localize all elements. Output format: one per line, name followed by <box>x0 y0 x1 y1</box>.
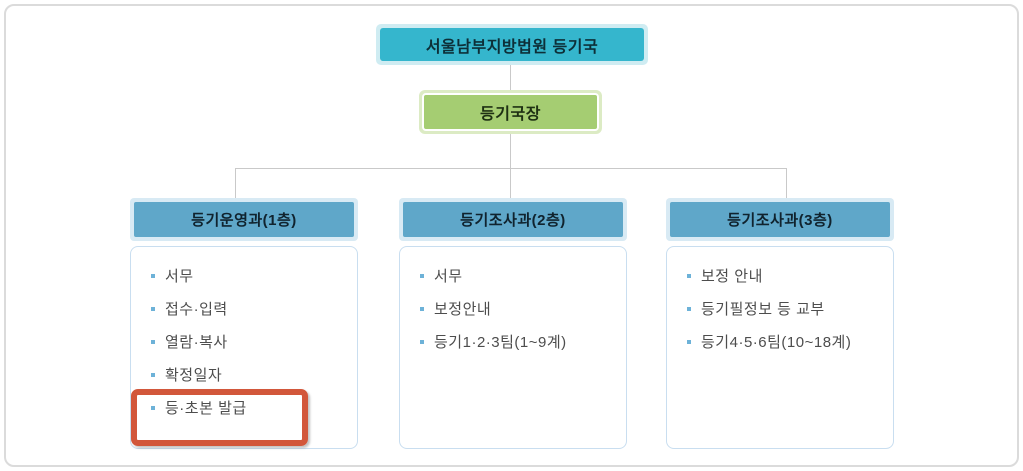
list-item: 접수·입력 <box>131 292 357 325</box>
list-item: 서무 <box>400 259 626 292</box>
bullet-icon <box>687 273 691 278</box>
director-box: 등기국장 <box>419 90 602 134</box>
list-item: 등기4·5·6팀(10~18계) <box>667 325 893 358</box>
connector-director-down <box>510 134 511 168</box>
list-item: 보정안내 <box>400 292 626 325</box>
dept-list-3: 보정 안내 등기필정보 등 교부 등기4·5·6팀(10~18계) <box>666 246 894 449</box>
list-item: 보정 안내 <box>667 259 893 292</box>
list-item-label: 등기1·2·3팀(1~9계) <box>434 334 567 351</box>
list-item-label: 서무 <box>165 268 194 285</box>
connector-root-to-director <box>510 65 511 90</box>
dept-header-3-label: 등기조사과(3층) <box>670 202 890 237</box>
highlight-rect <box>131 389 308 446</box>
list-item-label: 등·초본 발급 <box>165 400 247 417</box>
list-item: 등기1·2·3팀(1~9계) <box>400 325 626 358</box>
connector-drop-dept3 <box>786 168 787 198</box>
list-item: 확정일자 <box>131 358 357 391</box>
bullet-icon <box>151 372 155 377</box>
list-item-label: 등기4·5·6팀(10~18계) <box>701 334 852 351</box>
list-item-label: 보정안내 <box>434 301 492 318</box>
dept-list-1: 서무 접수·입력 열람·복사 확정일자 등·초본 발급 <box>130 246 358 449</box>
bullet-icon <box>151 339 155 344</box>
list-item-label: 등기필정보 등 교부 <box>701 301 825 318</box>
dept-list-2: 서무 보정안내 등기1·2·3팀(1~9계) <box>399 246 627 449</box>
root-org-label: 서울남부지방법원 등기국 <box>380 28 644 61</box>
page-border-frame <box>4 4 1019 467</box>
list-item-highlighted[interactable]: 등·초본 발급 <box>131 391 357 424</box>
list-item-label: 보정 안내 <box>701 268 763 285</box>
list-item-label: 확정일자 <box>165 367 223 384</box>
director-label: 등기국장 <box>422 93 599 131</box>
bullet-icon <box>420 306 424 311</box>
dept-header-1: 등기운영과(1층) <box>130 198 358 241</box>
bullet-icon <box>420 339 424 344</box>
bullet-icon <box>420 273 424 278</box>
list-item-label: 서무 <box>434 268 463 285</box>
list-item-label: 열람·복사 <box>165 334 228 351</box>
bullet-icon <box>687 339 691 344</box>
root-org-box: 서울남부지방법원 등기국 <box>376 24 648 65</box>
connector-drop-dept2 <box>510 168 511 198</box>
list-item: 열람·복사 <box>131 325 357 358</box>
bullet-icon <box>151 273 155 278</box>
list-item-label: 접수·입력 <box>165 301 228 318</box>
bullet-icon <box>687 306 691 311</box>
dept-header-3: 등기조사과(3층) <box>666 198 894 241</box>
list-item: 서무 <box>131 259 357 292</box>
dept-header-2-label: 등기조사과(2층) <box>403 202 623 237</box>
connector-drop-dept1 <box>235 168 236 198</box>
bullet-icon <box>151 405 155 410</box>
bullet-icon <box>151 306 155 311</box>
list-item: 등기필정보 등 교부 <box>667 292 893 325</box>
dept-header-2: 등기조사과(2층) <box>399 198 627 241</box>
dept-header-1-label: 등기운영과(1층) <box>134 202 354 237</box>
